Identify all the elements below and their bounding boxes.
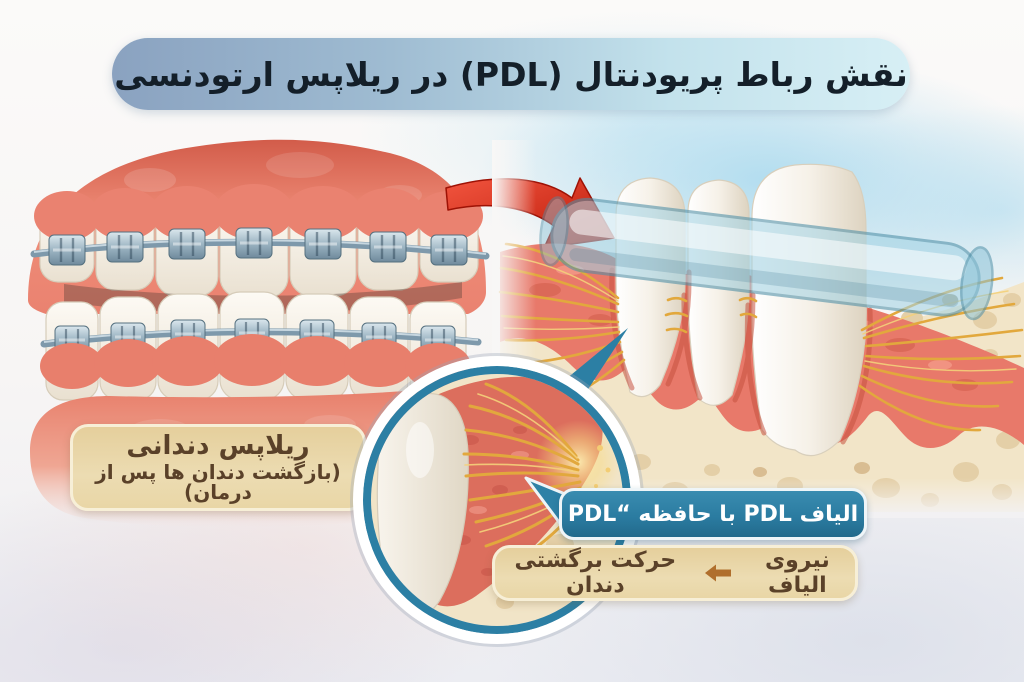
jaw-bone	[500, 282, 1024, 512]
relapse-label: ریلاپس دندانی (بازگشت دندان ها پس از درم…	[70, 424, 366, 511]
upper-archwire	[30, 238, 490, 260]
relapse-label-subtitle: (بازگشت دندان ها پس از درمان)	[95, 460, 341, 504]
magnifier-funnel	[543, 328, 628, 420]
title-banner: نقش رباط پریودنتال (PDL) در ریلاپس ارتود…	[112, 38, 910, 110]
relapse-label-title: ریلاپس دندانی	[126, 431, 310, 461]
left-arrow-icon	[704, 564, 731, 582]
cross-section-illustration	[492, 140, 1024, 520]
page-title: نقش رباط پریودنتال (PDL) در ریلاپس ارتود…	[114, 54, 908, 94]
upper-gum-scallops	[34, 184, 483, 241]
pdl-fiber-highlights	[502, 255, 1017, 372]
upper-brackets	[48, 227, 468, 266]
magnified-fibers	[462, 382, 586, 570]
pdl-memory-bubble: الیاف PDL با حافظه “PDL	[559, 488, 867, 540]
mouth-gap-shadow	[64, 282, 462, 314]
bone-pores	[547, 293, 1021, 509]
retainer	[539, 196, 994, 321]
socket-crevices	[609, 267, 873, 445]
gum-pdl-band	[500, 243, 1024, 448]
cross-section-teeth	[615, 163, 867, 457]
pdl-memory-bubble-text: الیاف PDL با حافظه “PDL	[567, 501, 859, 527]
relapse-arrow-icon	[445, 177, 615, 249]
fiber-force-caption: نیروی الیاف حرکت برگشتی دندان	[492, 545, 858, 601]
return-movement-text: حرکت برگشتی دندان	[514, 548, 677, 598]
lower-archwire	[40, 328, 482, 348]
lower-brackets	[54, 318, 456, 355]
upper-teeth-row	[39, 204, 479, 299]
magnified-tooth-root	[376, 393, 469, 619]
pdl-fibers	[498, 242, 1024, 432]
lower-gum-scallops	[40, 334, 471, 389]
lower-teeth-row	[45, 291, 467, 401]
fiber-force-text: نیروی الیاف	[764, 548, 830, 598]
upper-gum	[28, 139, 486, 314]
